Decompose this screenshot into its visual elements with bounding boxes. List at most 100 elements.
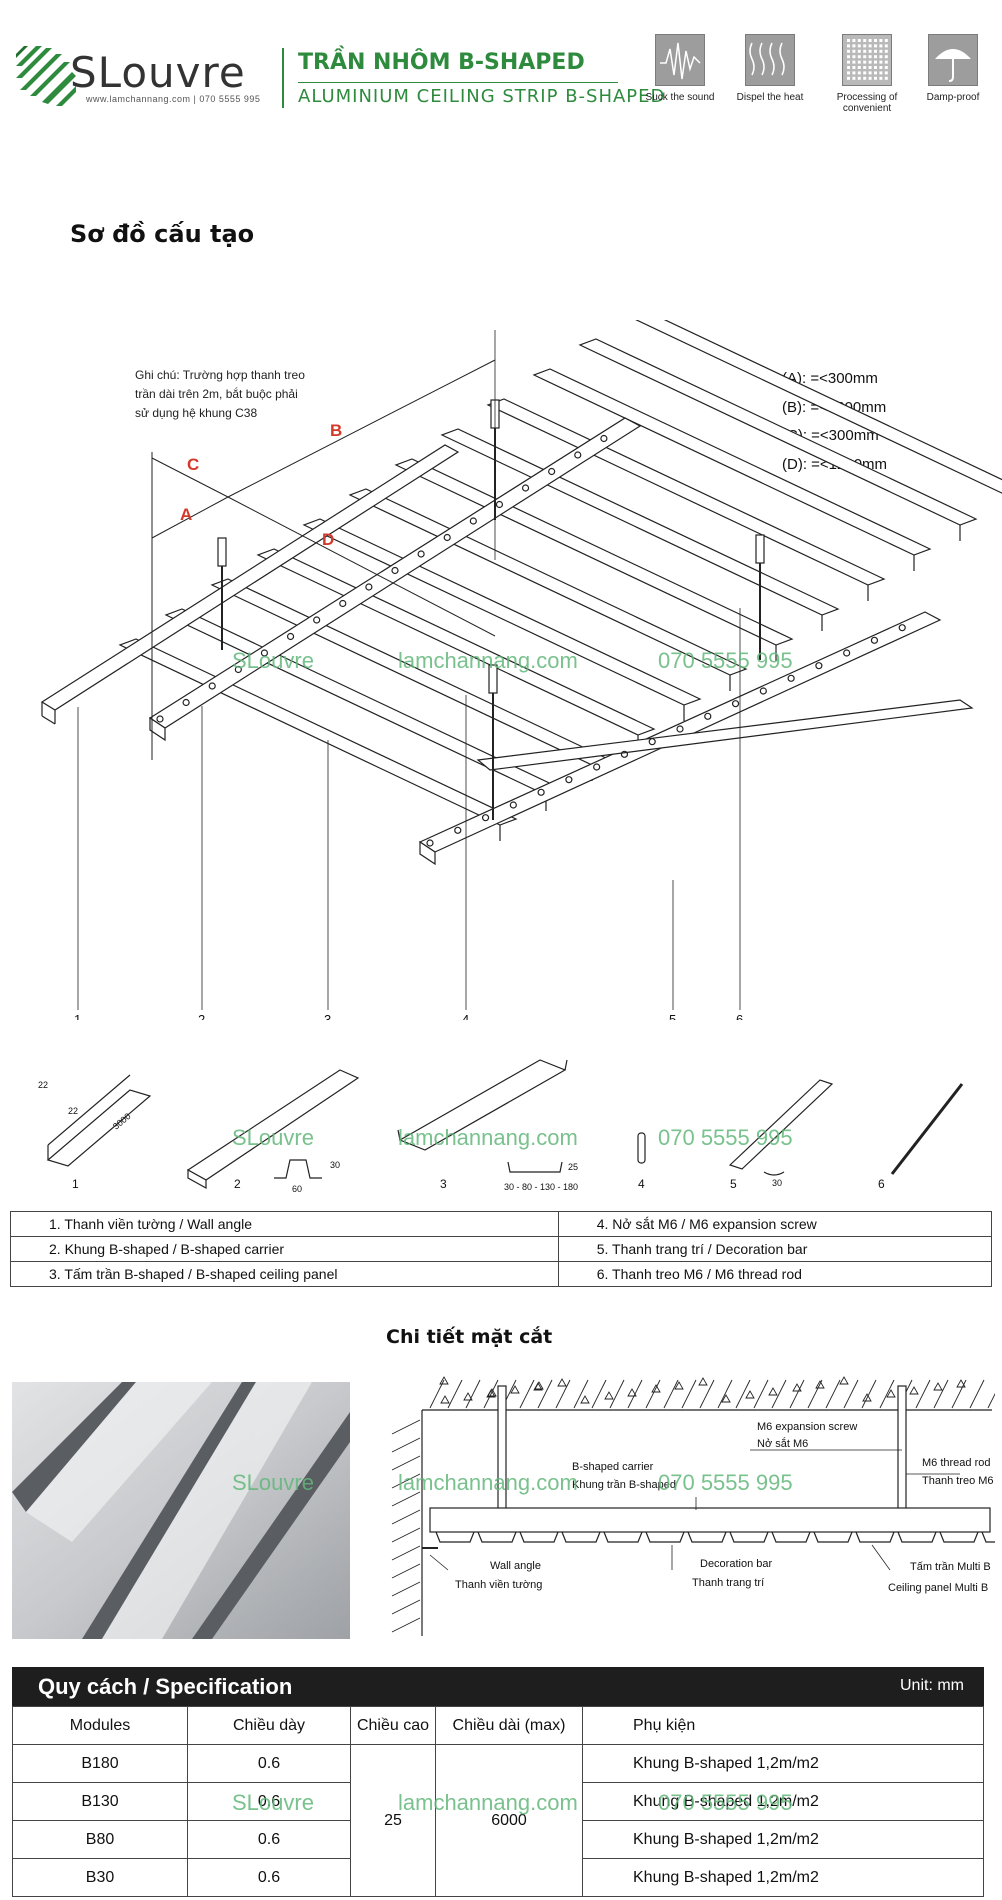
dim-text: 22 xyxy=(38,1080,48,1090)
carrier-hole xyxy=(286,632,295,641)
wall-hatch xyxy=(391,1563,421,1579)
aggregate-triangle xyxy=(487,1388,497,1397)
ceiling-panel-strip xyxy=(578,338,978,526)
table-row: B80 0.6 Khung B-shaped 1,2m/m2 xyxy=(12,1820,984,1859)
aggregate-triangle xyxy=(933,1382,943,1391)
dim-text: 22 xyxy=(68,1106,78,1116)
slab-hatch xyxy=(753,1379,769,1409)
dim-label-b: B xyxy=(330,421,342,440)
thread-rod-right xyxy=(897,1385,907,1511)
product-photo xyxy=(12,1382,350,1639)
section-title-structure: Sơ đồ cấu tạo xyxy=(70,220,255,248)
table-header-row: Modules Chiều dày Chiều cao Chiều dài (m… xyxy=(12,1706,984,1745)
table-cell-height: 25 xyxy=(350,1744,436,1897)
table-cell: B180 xyxy=(12,1744,188,1783)
aggregate-triangle xyxy=(463,1392,473,1401)
aggregate-triangle xyxy=(721,1394,731,1403)
slab-hatch xyxy=(879,1379,895,1409)
table-cell: Khung B-shaped 1,2m/m2 xyxy=(582,1820,984,1859)
dim-label-d: D xyxy=(322,530,334,549)
carrier-hole xyxy=(443,533,451,542)
table-cell: 4. Nở sắt M6 / M6 expansion screw xyxy=(557,1211,993,1237)
spec-header-bar: Quy cách / Specification Unit: mm xyxy=(12,1667,984,1706)
wall-hatch xyxy=(391,1527,421,1543)
part-number: 1 xyxy=(74,1012,81,1020)
carrier-hole xyxy=(574,451,582,459)
table-cell: 5. Thanh trang trí / Decoration bar xyxy=(557,1236,993,1262)
panel-profile xyxy=(813,1531,853,1543)
slab-hatch xyxy=(843,1379,859,1409)
carrier-hole xyxy=(521,484,530,492)
table-cell: 6. Thanh treo M6 / M6 thread rod xyxy=(557,1261,993,1287)
part-label: 3 xyxy=(440,1177,447,1191)
wall-hatch xyxy=(391,1491,421,1507)
aggregate-triangle xyxy=(627,1388,637,1397)
column-header: Modules xyxy=(12,1706,188,1745)
aggregate-triangle xyxy=(839,1376,849,1385)
ceiling-panel-strip xyxy=(532,368,932,556)
slab-hatch xyxy=(717,1379,733,1409)
label-panel-vn: Tấm trần Multi B xyxy=(910,1561,991,1573)
wall-hatch xyxy=(391,1509,421,1525)
dim-text: 60 xyxy=(292,1184,302,1194)
slab-hatch xyxy=(609,1379,625,1409)
carrier-hole xyxy=(391,566,399,575)
slab-hatch xyxy=(735,1379,751,1409)
label-rod-en: M6 thread rod xyxy=(922,1457,990,1469)
aggregate-triangle xyxy=(557,1378,567,1387)
watermark-phone: 070 5555 995 xyxy=(658,1470,793,1495)
carrier-section xyxy=(429,1507,991,1533)
feature-damp-proof: Damp-proof xyxy=(912,34,994,103)
carrier-hole xyxy=(704,712,712,720)
part-label: 4 xyxy=(638,1177,645,1191)
panel-profile xyxy=(435,1531,475,1543)
aggregate-triangle xyxy=(956,1379,966,1388)
dim-text: 25 xyxy=(568,1162,578,1172)
ceiling-panel-strip xyxy=(440,428,840,616)
feature-processing: Processing of convenient xyxy=(812,34,922,114)
panel-profile xyxy=(687,1531,727,1543)
table-cell: 0.6 xyxy=(187,1858,351,1897)
carrier-hole xyxy=(156,715,164,723)
carrier-hole xyxy=(339,599,347,608)
dim-text: 30 - 80 - 130 - 180 xyxy=(504,1182,578,1192)
table-row: 2. Khung B-shaped / B-shaped carrier 5. … xyxy=(10,1236,993,1262)
carrier-hole xyxy=(815,662,823,670)
slab-hatch xyxy=(807,1379,823,1409)
slab-hatch xyxy=(771,1379,787,1409)
product-title-vn: TRẦN NHÔM B-SHAPED xyxy=(298,50,585,75)
aggregate-triangle xyxy=(862,1393,872,1402)
rod-nut xyxy=(755,534,765,564)
perforated-grid-icon xyxy=(842,34,892,86)
spec-table: Modules Chiều dày Chiều cao Chiều dài (m… xyxy=(12,1706,984,1897)
part-label: 2 xyxy=(234,1177,241,1191)
brand-logo-mark xyxy=(16,46,76,106)
carrier-hole xyxy=(260,649,269,657)
heat-waves-icon xyxy=(745,34,795,86)
feature-label: Damp-proof xyxy=(926,92,980,103)
table-cell: B130 xyxy=(12,1782,188,1821)
carrier-hole xyxy=(565,776,573,784)
column-header: Chiều dày xyxy=(187,1706,351,1745)
slab-hatch xyxy=(555,1379,571,1409)
dimension-a: (A): =<300mm xyxy=(782,370,878,387)
table-row: B30 0.6 Khung B-shaped 1,2m/m2 xyxy=(12,1858,984,1897)
aggregate-triangle xyxy=(604,1391,614,1400)
part-number: 5 xyxy=(669,1012,676,1020)
aggregate-triangle xyxy=(651,1384,661,1393)
table-cell: 0.6 xyxy=(187,1820,351,1859)
slab-hatch xyxy=(681,1379,697,1409)
table-row: 1. Thanh viền tường / Wall angle 4. Nở s… xyxy=(10,1211,993,1237)
panel-profile xyxy=(645,1531,685,1543)
dim-label-a: A xyxy=(180,505,192,524)
slab-hatch xyxy=(519,1379,535,1409)
slab-hatch xyxy=(429,1379,445,1409)
carrier-hole xyxy=(365,583,373,591)
header-divider xyxy=(282,48,284,108)
slab-hatch xyxy=(789,1379,805,1409)
carrier-hole xyxy=(676,725,684,733)
feature-dispel-heat: Dispel the heat xyxy=(722,34,818,103)
label-panel-en: Ceiling panel Multi B xyxy=(888,1582,988,1594)
aggregate-triangle xyxy=(440,1395,450,1404)
aggregate-triangle xyxy=(909,1386,919,1395)
